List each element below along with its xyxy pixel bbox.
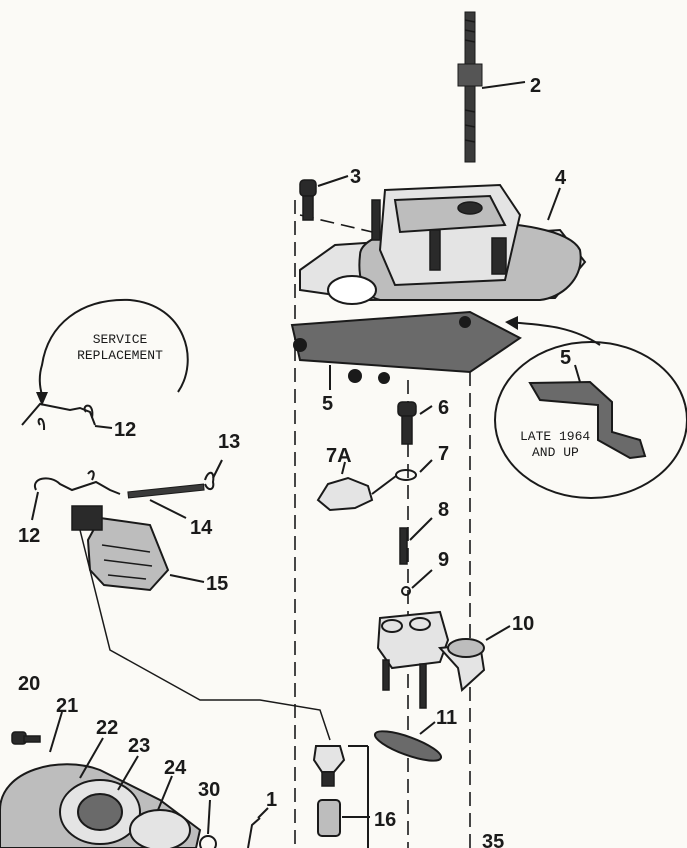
callout-12-service: 12 xyxy=(114,419,136,441)
callout-4: 4 xyxy=(555,167,567,189)
wire-part-12-service xyxy=(21,402,113,431)
callout-35: 35 xyxy=(482,831,504,848)
callout-2: 2 xyxy=(530,75,541,97)
callout-9: 9 xyxy=(438,549,449,571)
rod-assembly-13-14 xyxy=(31,459,223,521)
gasket-part-11 xyxy=(373,721,443,762)
callout-12: 12 xyxy=(18,525,40,547)
late-1964-inset: LATE 1964 AND UP xyxy=(494,341,687,499)
callout-20: 20 xyxy=(18,673,40,695)
callout-13: 13 xyxy=(218,431,240,453)
callout-7a: 7A xyxy=(326,445,352,467)
callout-16: 16 xyxy=(374,809,396,831)
callout-10: 10 xyxy=(512,613,534,635)
air-horn-part-4 xyxy=(299,183,587,305)
parts-6-to-9 xyxy=(316,401,433,596)
late-1964-line2: AND UP xyxy=(532,445,579,460)
stud-part-2 xyxy=(457,11,526,163)
callout-6: 6 xyxy=(438,397,449,419)
service-line2: REPLACEMENT xyxy=(77,348,163,363)
callout-3: 3 xyxy=(350,166,361,188)
service-replacement-callout: SERVICE REPLACEMENT xyxy=(36,298,189,406)
callout-11: 11 xyxy=(436,707,457,729)
callout-24: 24 xyxy=(164,757,187,779)
callout-30: 30 xyxy=(198,779,220,801)
fitting-part-16 xyxy=(312,745,370,848)
callout-15: 15 xyxy=(206,573,228,595)
callout-23: 23 xyxy=(128,735,150,757)
venturi-cluster-part-10 xyxy=(376,610,511,709)
callout-8: 8 xyxy=(438,499,449,521)
callout-numbers: 2 3 4 5 5 6 7 7A 8 9 10 11 12 12 13 14 1… xyxy=(18,75,571,848)
callout-1: 1 xyxy=(266,789,277,811)
callout-21: 21 xyxy=(56,695,78,717)
callout-7: 7 xyxy=(438,443,449,465)
callout-22: 22 xyxy=(96,717,118,739)
gasket-part-5 xyxy=(290,310,601,390)
housing-part-15 xyxy=(71,505,331,741)
service-line1: SERVICE xyxy=(93,332,148,347)
callout-14: 14 xyxy=(190,517,213,539)
callout-5-gasket: 5 xyxy=(322,393,333,415)
lower-assembly-parts-20-30 xyxy=(0,711,269,848)
callout-5-inset: 5 xyxy=(560,347,571,369)
late-1964-line1: LATE 1964 xyxy=(520,429,590,444)
screw-part-3 xyxy=(299,175,349,221)
